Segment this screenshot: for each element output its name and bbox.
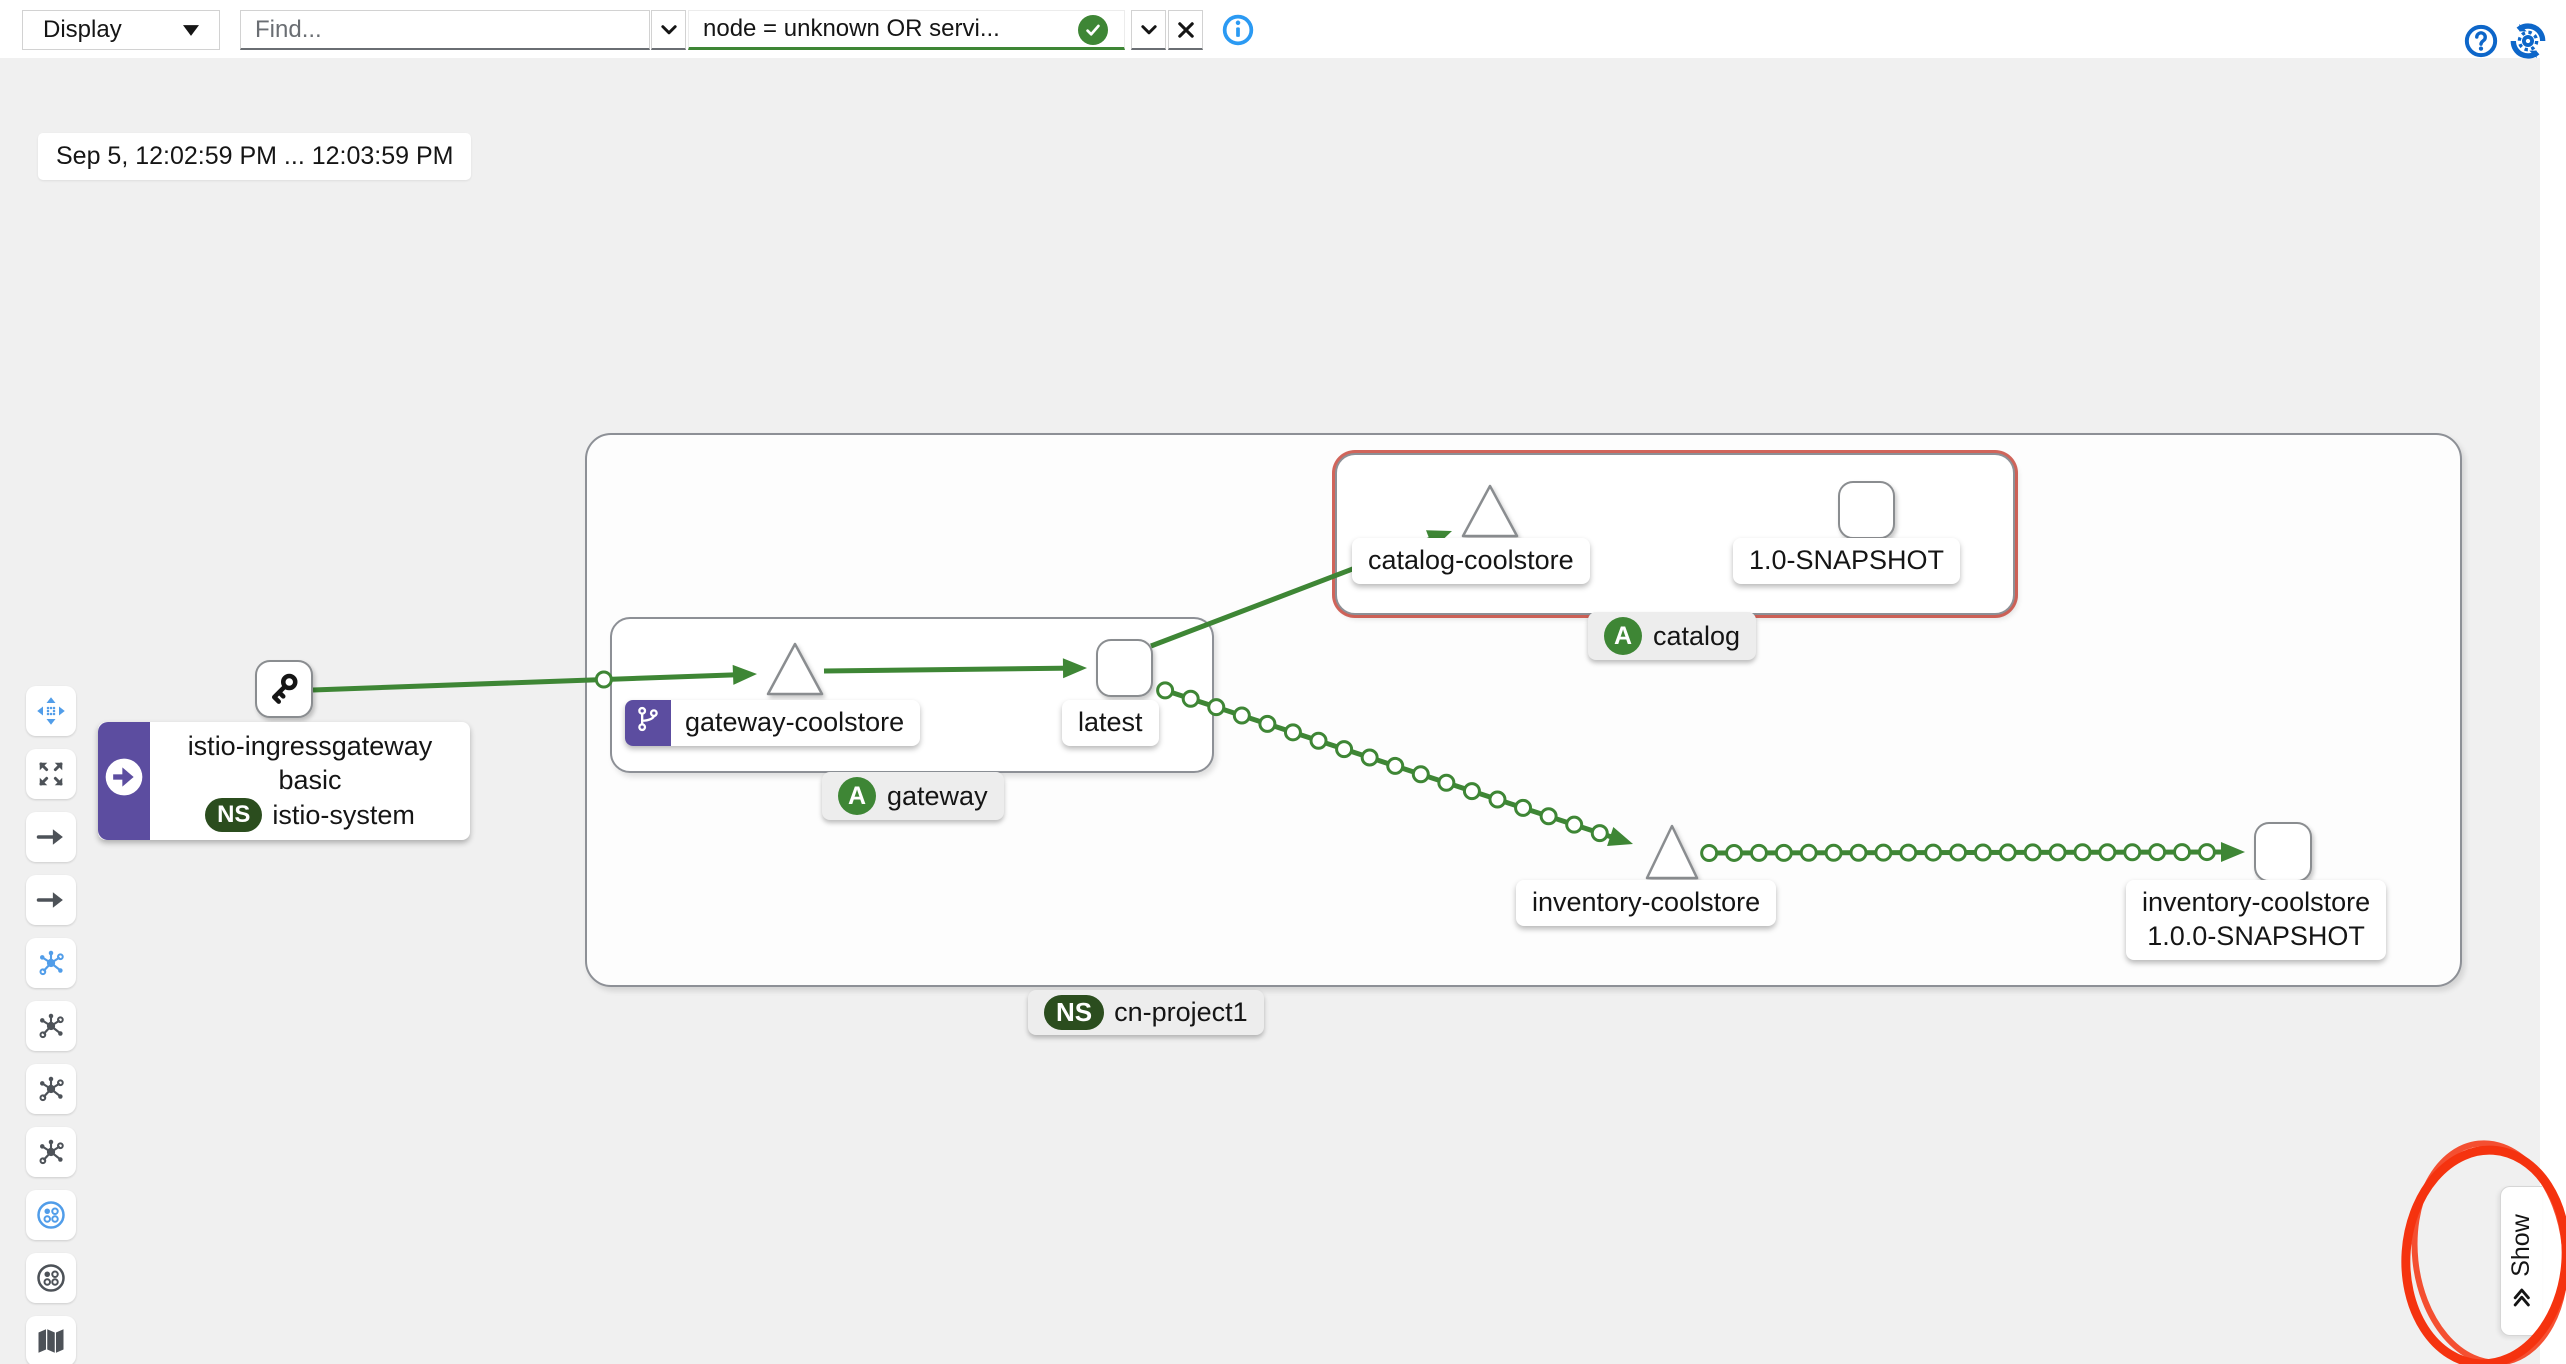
node-label-text: 1.0.0-SNAPSHOT [2147, 920, 2365, 951]
sidebar-button-1-expand-arrows-icon[interactable] [26, 749, 76, 799]
service-node-catalog-coolstore[interactable] [1460, 480, 1520, 542]
app-badge-gateway[interactable]: A gateway [822, 772, 1004, 820]
node-label-text: inventory-coolstore [2142, 887, 2371, 917]
node-label-catalog-coolstore[interactable]: catalog-coolstore [1352, 538, 1590, 584]
sidebar-button-9-dots-circle-icon[interactable] [26, 1253, 76, 1303]
app-badge-catalog[interactable]: A catalog [1588, 612, 1757, 660]
check-circle-icon [1078, 15, 1108, 45]
map-icon [36, 1326, 66, 1356]
network-layout-icon [36, 1137, 66, 1167]
gateway-key-node[interactable] [255, 660, 313, 718]
node-label-text: 1.0-SNAPSHOT [1749, 545, 1945, 575]
git-branch-icon [634, 705, 662, 742]
chevron-down-icon [1140, 21, 1158, 39]
ns-badge: NS [1044, 995, 1105, 1030]
show-label: Show [2507, 1213, 2536, 1277]
node-label-istio-ingressgateway[interactable]: istio-ingressgateway basic NS istio-syste… [98, 722, 470, 841]
close-x-icon [1177, 21, 1195, 39]
arrow-circle-icon [104, 757, 144, 806]
node-label-1.0-snapshot[interactable]: 1.0-SNAPSHOT [1733, 538, 1961, 584]
node-label-text: gateway-coolstore [685, 707, 905, 737]
move-pan-icon [36, 696, 66, 726]
display-label: Display [43, 16, 122, 43]
workload-node-inventory-snapshot[interactable] [2254, 822, 2312, 882]
group-label-text: cn-project1 [1114, 997, 1248, 1027]
service-node-gateway-coolstore[interactable] [765, 638, 825, 700]
sidebar-button-0-move-pan-icon[interactable] [26, 686, 76, 736]
clear-filter-button[interactable] [1168, 10, 1203, 50]
info-circle-icon[interactable] [1222, 14, 1254, 46]
service-node-inventory-coolstore[interactable] [1642, 820, 1702, 884]
sidebar-button-6-network-layout-icon[interactable] [26, 1064, 76, 1114]
network-layout-icon [36, 1074, 66, 1104]
dots-circle-icon [36, 1200, 66, 1230]
sidebar-button-4-network-layout-icon[interactable] [26, 938, 76, 988]
side-panel-show-button[interactable]: Show [2500, 1186, 2542, 1336]
sidebar-button-2-arrow-right-icon[interactable] [26, 812, 76, 862]
app-badge-icon: A [838, 777, 876, 815]
caret-solid-down-icon [183, 24, 199, 36]
virtual-service-badge [625, 700, 671, 746]
root-traffic-badge [98, 722, 150, 841]
expand-arrows-icon [36, 759, 66, 789]
node-label-text: catalog-coolstore [1368, 545, 1574, 575]
sidebar-button-10-map-icon[interactable] [26, 1316, 76, 1364]
group-label-text: gateway [887, 780, 988, 811]
network-layout-icon [36, 948, 66, 978]
collapsed-side-panel [2540, 58, 2566, 1364]
network-layout-icon [36, 1011, 66, 1041]
graph-sidebar [26, 686, 76, 1364]
ns-badge: NS [205, 797, 263, 832]
app-badge-icon: A [1604, 617, 1642, 655]
sidebar-button-8-dots-circle-icon[interactable] [26, 1190, 76, 1240]
sidebar-button-3-arrow-right-icon[interactable] [26, 875, 76, 925]
help-circle-icon[interactable] [2464, 24, 2498, 58]
node-label-latest[interactable]: latest [1062, 700, 1159, 746]
namespace-badge-cn-project1[interactable]: NS cn-project1 [1028, 990, 1264, 1035]
hide-options-dropdown[interactable] [1131, 10, 1166, 50]
namespace-name: istio-system [272, 799, 415, 830]
find-input[interactable] [240, 10, 650, 50]
node-label-text: latest [1078, 707, 1143, 737]
time-range-label: Sep 5, 12:02:59 PM ... 12:03:59 PM [38, 133, 472, 180]
sidebar-button-5-network-layout-icon[interactable] [26, 1001, 76, 1051]
sidebar-button-7-network-layout-icon[interactable] [26, 1127, 76, 1177]
refresh-settings-icon[interactable] [2508, 21, 2548, 61]
dots-circle-icon [36, 1263, 66, 1293]
display-dropdown[interactable]: Display [22, 10, 220, 50]
arrow-right-icon [36, 885, 66, 915]
node-label-inventory-snapshot[interactable]: inventory-coolstore 1.0.0-SNAPSHOT [2126, 880, 2387, 960]
node-title: istio-ingressgateway [187, 731, 433, 761]
workload-node-1.0-snapshot[interactable] [1838, 481, 1895, 539]
node-label-gateway-coolstore[interactable]: gateway-coolstore [625, 700, 921, 746]
chevron-down-icon [660, 21, 678, 39]
find-options-dropdown[interactable] [651, 10, 686, 50]
app-group-catalog[interactable] [1335, 453, 2015, 615]
arrow-right-icon [36, 822, 66, 852]
double-chevron-icon [2511, 1286, 2533, 1308]
hide-filter-input[interactable] [688, 10, 1125, 50]
key-icon [266, 670, 302, 706]
graph-toolbar: Display [0, 0, 2566, 61]
group-label-text: catalog [1653, 620, 1741, 651]
node-label-inventory-coolstore[interactable]: inventory-coolstore [1516, 880, 1777, 926]
node-subtitle: basic [278, 764, 342, 795]
node-label-text: inventory-coolstore [1532, 887, 1761, 917]
workload-node-latest[interactable] [1096, 639, 1153, 697]
